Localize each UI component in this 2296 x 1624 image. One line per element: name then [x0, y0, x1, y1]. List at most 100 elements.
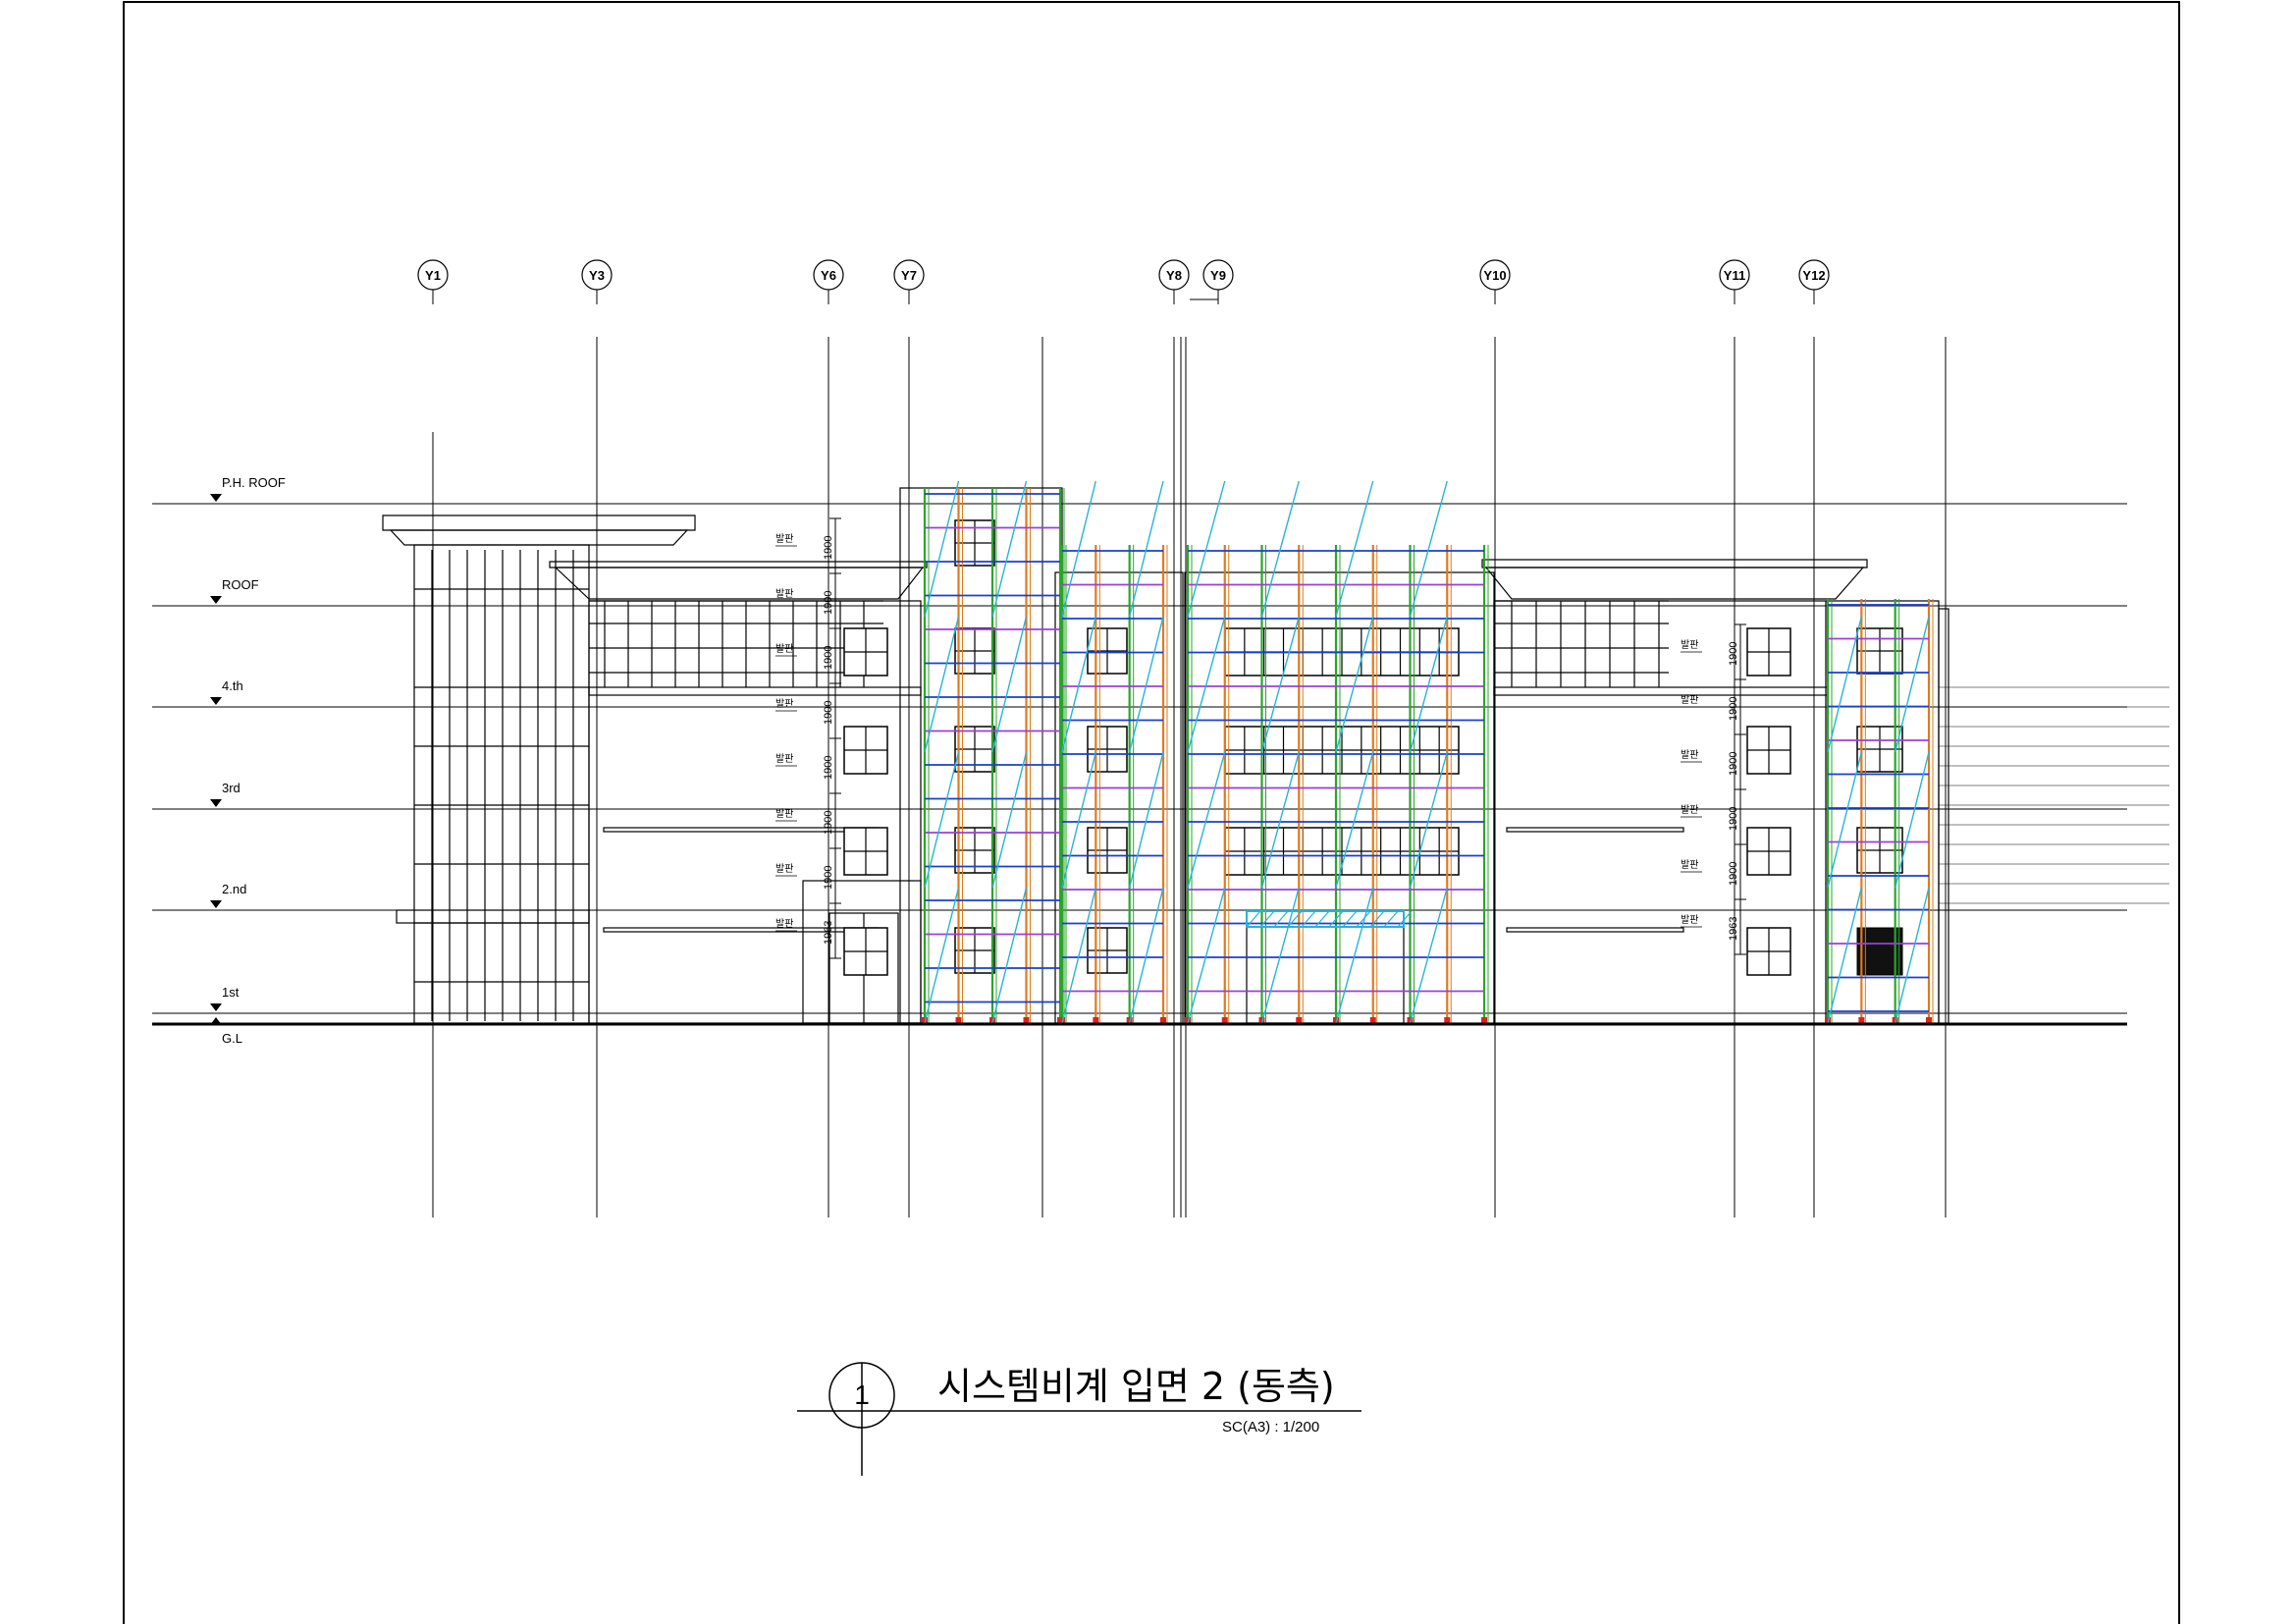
grid-label-Y1: Y1	[425, 268, 441, 283]
grid-axes: Y1 Y3 Y6 Y7 Y8 Y9 Y10 Y11 Y12	[417, 259, 1947, 1218]
scaffold-center-brace	[1260, 751, 1300, 889]
scaffold-center-brace	[1187, 480, 1226, 618]
drawing-scale: SC(A3) : 1/200	[1222, 1419, 1319, 1435]
level-label-roof: ROOF	[222, 577, 259, 592]
scaffold-center-base-plate	[1333, 1017, 1339, 1023]
scaffold-stair-base-plate	[955, 1017, 962, 1023]
level-label-l1: 1st	[222, 985, 240, 1000]
left-plank-tag: 발판	[775, 808, 793, 820]
scaffold-center-base-plate	[1185, 1017, 1191, 1023]
scaffold-bridge-diagonal	[1397, 910, 1413, 928]
scaffold-bridge-diagonal	[1314, 910, 1330, 928]
scaffold-bridge-diagonal	[1356, 910, 1371, 928]
scaffold-stair-brace	[924, 887, 960, 1024]
right-dim-value: 1900	[1728, 862, 1739, 886]
scaffold-core-brace	[1061, 480, 1097, 618]
left-wing-sill-line	[603, 927, 880, 933]
scaffold-center-brace	[1187, 751, 1226, 889]
scaffold-core-base-plate	[1160, 1017, 1166, 1023]
scaffold-center-brace	[1260, 480, 1300, 618]
right-dim-value: 1900	[1728, 807, 1739, 831]
right-wing-roof-eave	[1481, 559, 1868, 568]
grid-label-Y10: Y10	[1483, 268, 1506, 283]
right-dim-value: 1900	[1728, 642, 1739, 666]
scaffold-stair-base-plate	[1023, 1017, 1030, 1023]
right-wing-sill-line	[1506, 927, 1684, 933]
level-marker-l3	[210, 799, 222, 807]
scaffold-right-base-plate	[1825, 1017, 1831, 1023]
right-plank-tag: 발판	[1681, 749, 1698, 761]
grid-label-Y8: Y8	[1166, 268, 1182, 283]
right-wing-roof-fascia	[1484, 567, 1865, 600]
grid-label-Y6: Y6	[821, 268, 836, 283]
scaffold-core-brace	[1061, 751, 1097, 889]
scaffold-center-brace	[1409, 480, 1448, 618]
scaffold-core-brace	[1061, 616, 1097, 753]
scaffold-stair-brace	[991, 751, 1028, 889]
scaffold-stair-base-plate	[922, 1017, 928, 1023]
right-plank-tag: 발판	[1681, 914, 1698, 926]
grid-label-Y9: Y9	[1210, 268, 1226, 283]
scaffold-center-brace	[1187, 616, 1226, 753]
scaffold-center-base-plate	[1369, 1017, 1376, 1023]
level-label-ph: P.H. ROOF	[222, 475, 286, 490]
grid-label-Y3: Y3	[589, 268, 605, 283]
left-plank-tag: 발판	[775, 643, 793, 655]
scaffold-center-base-plate	[1444, 1017, 1451, 1023]
tower-canopy	[382, 514, 696, 531]
tower-body	[413, 544, 590, 1024]
grid-label-Y7: Y7	[901, 268, 917, 283]
scaffold-center-brace	[1335, 887, 1374, 1024]
scaffold-core-brace	[1128, 616, 1164, 753]
right-plank-tag: 발판	[1681, 804, 1698, 816]
scaffold-bridge-diagonal	[1246, 910, 1261, 928]
scaffold-center-brace	[1335, 616, 1374, 753]
right-end-cladding	[1938, 608, 1949, 1024]
scaffold-stair-brace	[991, 616, 1028, 753]
level-marker-roof	[210, 596, 222, 604]
right-plank-tag: 발판	[1681, 694, 1698, 706]
level-marker-l4	[210, 697, 222, 705]
grid-label-Y11: Y11	[1724, 268, 1745, 283]
scaffold-center-base-plate	[1407, 1017, 1414, 1023]
scaffold-center-brace	[1260, 887, 1300, 1024]
scaffold-stair-brace	[924, 616, 960, 753]
scaffold-right-base-plate	[1926, 1017, 1932, 1023]
left-plank-tag: 발판	[775, 918, 793, 930]
scaffold-center-base-plate	[1221, 1017, 1228, 1023]
scaffold-bridge-diagonal	[1287, 910, 1303, 928]
scaffold-center-brace	[1187, 887, 1226, 1024]
left-dim-value: 1900	[823, 811, 834, 835]
level-label-l4: 4.th	[222, 678, 243, 693]
building-elevation	[382, 487, 2169, 1024]
left-dim-value: 1900	[823, 701, 834, 725]
left-plank-tag: 발판	[775, 588, 793, 600]
scaffold-core-brace	[1061, 887, 1097, 1024]
left-dim-value: 1963	[823, 921, 834, 945]
scaffold-center-brace	[1409, 616, 1448, 753]
left-dim-value: 1900	[823, 646, 834, 670]
scaffold-bridge-diagonal	[1273, 910, 1289, 928]
scaffold-center-base-plate	[1258, 1017, 1265, 1023]
scaffold-stair-brace	[924, 751, 960, 889]
scaffold-bridge-diagonal	[1259, 910, 1275, 928]
level-label-l2: 2.nd	[222, 882, 246, 896]
scaffold-core-base-plate	[1126, 1017, 1133, 1023]
grid-label-Y12: Y12	[1802, 268, 1825, 283]
scaffold-bridge-diagonal	[1301, 910, 1316, 928]
left-wing-roof-fascia	[554, 567, 925, 600]
drawing-title: 시스템비계 입면 2 (동측)	[937, 1365, 1335, 1408]
scaffold-center-base-plate	[1481, 1017, 1487, 1023]
scaffold-bridge-diagonal	[1383, 910, 1399, 928]
scaffold-center-brace	[1335, 480, 1374, 618]
right-plank-tag: 발판	[1681, 859, 1698, 871]
scaffold-center-brace	[1260, 616, 1300, 753]
right-dim-value: 1900	[1728, 697, 1739, 721]
right-plank-tag: 발판	[1681, 639, 1698, 651]
level-label-gl: G.L	[222, 1031, 242, 1046]
scaffold-stair-base-plate	[989, 1017, 995, 1023]
scaffold-right-base-plate	[1892, 1017, 1898, 1023]
right-wing-sill-line	[1506, 827, 1684, 833]
